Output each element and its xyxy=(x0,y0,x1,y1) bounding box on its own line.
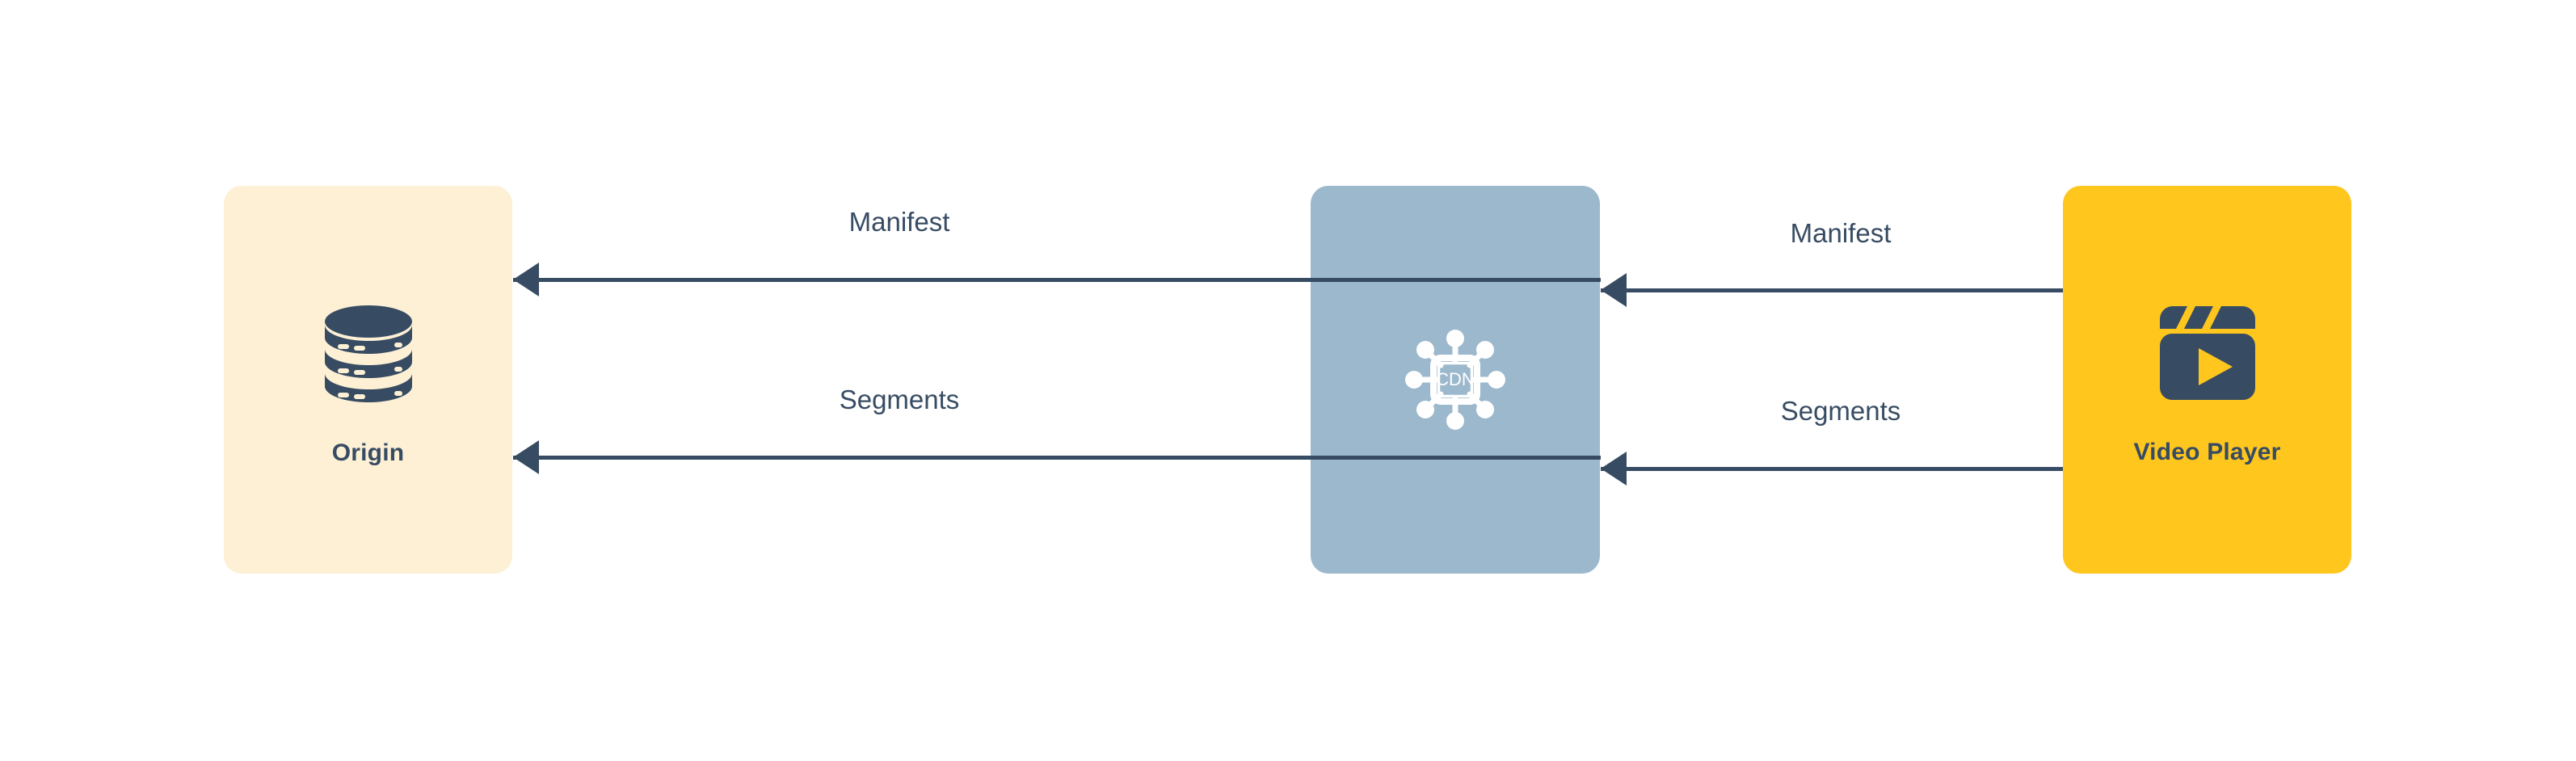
edge-line xyxy=(513,455,1601,460)
node-video-player-label: Video Player xyxy=(2133,439,2281,465)
node-cdn[interactable]: CDN xyxy=(1311,186,1600,574)
arrowhead-left-icon xyxy=(1601,273,1627,307)
cdn-chip-text: CDN xyxy=(1436,369,1475,389)
edge-label-segments-origin: Segments xyxy=(839,385,960,414)
edge-line xyxy=(1601,466,2063,471)
edge-line xyxy=(513,277,1601,282)
cdn-chip-icon: CDN xyxy=(1399,323,1512,436)
arrowhead-left-icon xyxy=(513,440,539,474)
node-origin-label: Origin xyxy=(331,439,405,466)
node-origin[interactable]: Origin xyxy=(224,186,512,574)
edge-label-segments-cdn: Segments xyxy=(1780,396,1901,426)
clapperboard-play-icon xyxy=(2158,301,2257,405)
arrowhead-left-icon xyxy=(513,263,539,296)
database-icon xyxy=(323,304,414,407)
edge-label-manifest-origin: Manifest xyxy=(848,207,950,237)
arrowhead-left-icon xyxy=(1601,452,1627,486)
edge-line xyxy=(1601,288,2063,292)
node-video-player[interactable]: Video Player xyxy=(2063,186,2351,574)
edge-label-manifest-cdn: Manifest xyxy=(1790,218,1892,248)
